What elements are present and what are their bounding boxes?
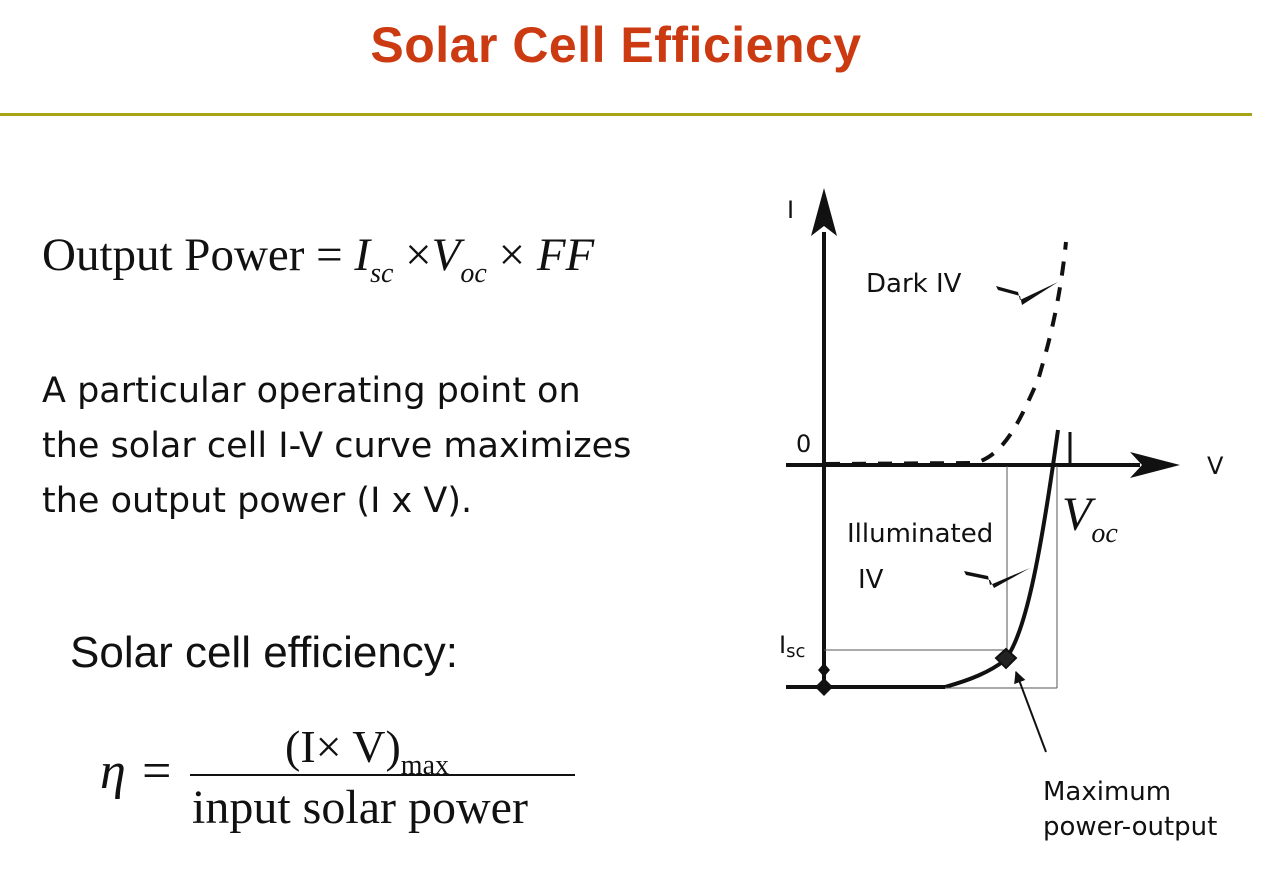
output-power-formula: Output Power = Isc ×Voc × FF [42,228,594,290]
formula-equals: = [316,229,343,281]
max-power-point [994,647,1018,670]
axis-marker-isc [815,678,833,696]
isc-symbol: I [354,229,371,281]
voc-label-sub: oc [1091,518,1118,549]
fraction-denominator: input solar power [192,781,528,834]
description-text: A particular operating point on the sola… [42,364,702,529]
slide-title: Solar Cell Efficiency [370,17,862,73]
max-power-pointer-line [1014,670,1047,753]
i-axis-label: I [787,196,794,224]
v-axis-label: V [1207,452,1224,480]
illuminated-pointer-arrow [964,568,1030,588]
voc-label-base: V [1062,488,1096,541]
fraction-numerator: (I× V)max [285,720,449,782]
axis-marker-imp [818,663,830,677]
v-axis-arrowhead [1130,452,1180,478]
fraction-bar [190,774,575,776]
eta-symbol: η = [100,743,174,800]
dark-iv-curve [825,241,1068,466]
illuminated-label-line2: IV [858,565,884,595]
i-axis-arrowhead [811,188,837,236]
ff-symbol: FF [536,229,595,281]
dark-iv-pointer-arrow [996,282,1058,305]
isc-subscript: sc [370,258,394,289]
voc-symbol: V [431,229,461,281]
illuminated-iv-curve [944,429,1060,689]
numerator-text: (I× V) [285,721,401,772]
voc-label: Voc [1062,488,1118,549]
illuminated-label-line1: Illuminated [847,519,993,549]
title-divider [0,113,1252,116]
isc-label-sub: sc [786,641,805,662]
max-power-label-line2: power-output [1043,812,1217,842]
origin-label: 0 [796,430,811,458]
isc-label: Isc [779,631,805,662]
voc-subscript: oc [460,258,487,289]
dark-iv-label: Dark IV [866,269,962,299]
description-line-2: the solar cell I-V curve maximizes [42,426,632,466]
times-sign-1: × [405,229,432,281]
description-line-1: A particular operating point on [42,371,581,411]
max-power-label-line1: Maximum [1043,777,1171,807]
output-power-lhs: Output Power [42,229,305,281]
description-line-3: the output power (I x V). [42,481,473,521]
efficiency-label: Solar cell efficiency: [70,628,459,677]
times-sign-2: × [498,229,526,281]
isc-label-base: I [779,631,786,659]
